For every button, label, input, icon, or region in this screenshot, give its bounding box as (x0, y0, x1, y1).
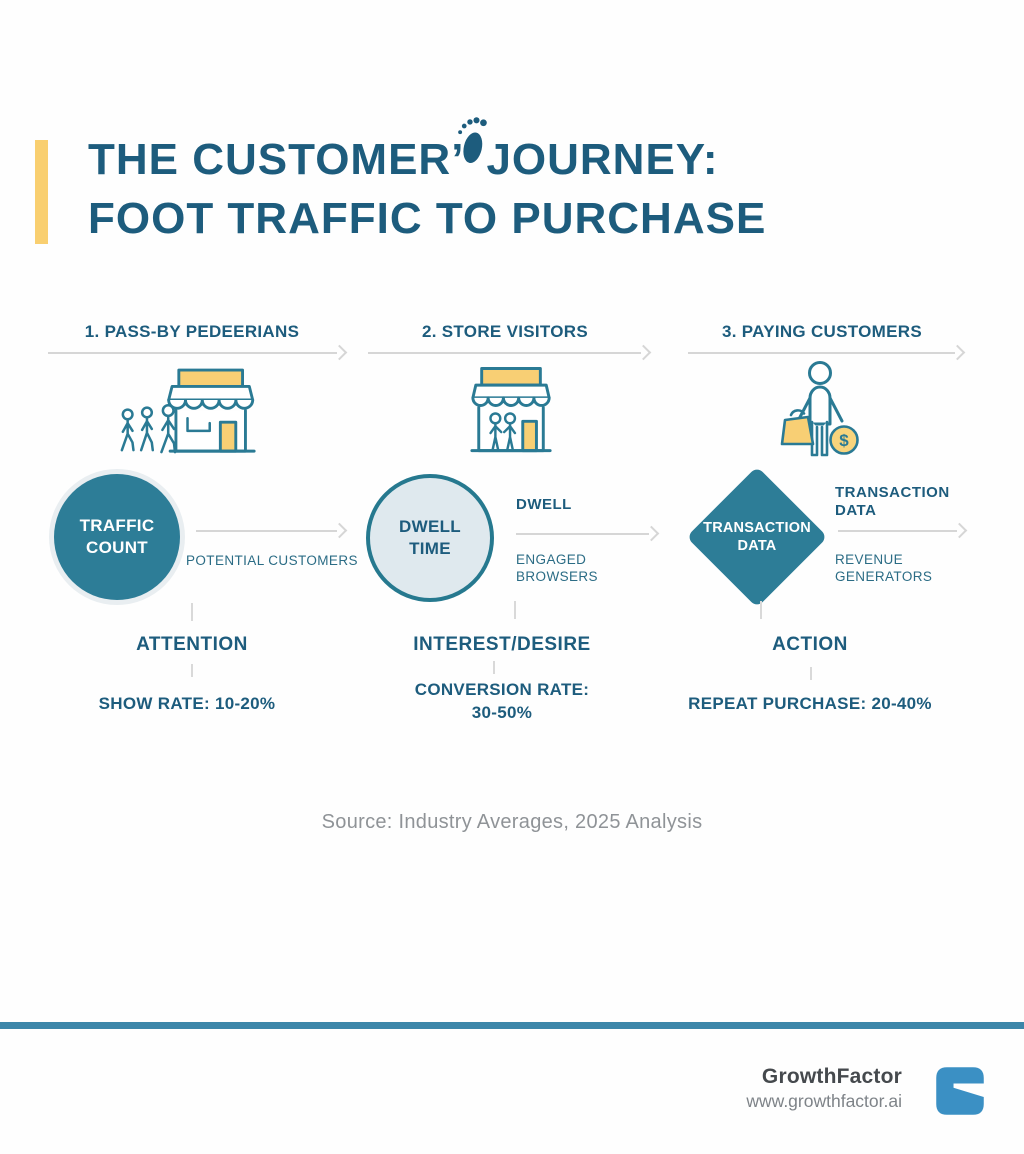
transaction-line2: DATA (835, 502, 877, 519)
engaged-browsers-label: ENGAGED BROWSERS (516, 551, 598, 585)
stage2-header: 2. STORE VISITORS (421, 322, 589, 341)
stage3-header: 3. PAYING CUSTOMERS (722, 322, 922, 341)
tick-divider (191, 664, 193, 677)
dwell-label: DWELL (516, 496, 572, 513)
shopper-with-bag-and-coin-icon: $ (780, 361, 859, 457)
tick-divider (191, 603, 193, 621)
attention-label: ATTENTION (136, 634, 248, 655)
engaged-line2: BROWSERS (516, 569, 598, 584)
stage1-header: 1. PASS-BY PEDEERIANS (84, 322, 300, 341)
storefront-visitors-icon (470, 367, 552, 453)
brand-name: GrowthFactor (761, 1065, 902, 1088)
dwell-time-label-line1: DWELL (399, 517, 461, 536)
dwell-time-label-line2: TIME (409, 539, 451, 558)
tick-divider (810, 667, 812, 680)
transaction-data-diamond: TRANSACTION DATA (686, 466, 828, 608)
revenue-line1: REVENUE (835, 552, 904, 567)
title-line1-before: THE CUSTOMER’ (88, 135, 465, 184)
traffic-count-label-line1: TRAFFIC (79, 516, 155, 535)
engaged-line1: ENGAGED (516, 552, 587, 567)
interest-desire-label: INTEREST/DESIRE (413, 634, 591, 655)
potential-customers-label: POTENTIAL CUSTOMERS (186, 553, 358, 568)
growthfactor-g-logo (936, 1067, 984, 1115)
repeat-purchase-metric: REPEAT PURCHASE: 20-40% (688, 694, 932, 713)
traffic-count-label-line2: COUNT (86, 538, 148, 557)
revenue-line2: GENERATORS (835, 569, 933, 584)
conversion-rate-metric: CONVERSION RATE: 30-50% (392, 678, 612, 724)
circle2-to-diamond-arrow (516, 527, 658, 541)
storefront-pedestrians-icon (120, 368, 256, 454)
traffic-count-circle: TRAFFIC COUNT (54, 474, 180, 600)
stage2-arrow (368, 346, 650, 360)
stage1-arrow (48, 346, 346, 360)
diamond-label-line1: TRANSACTION (703, 520, 811, 536)
transaction-data-diamond-label: TRANSACTION DATA (703, 487, 811, 587)
circle1-to-circle2-arrow (196, 524, 346, 538)
title-line-2: FOOT TRAFFIC TO PURCHASE (88, 194, 767, 243)
brand-url-link[interactable]: www.growthfactor.ai (746, 1091, 902, 1111)
diamond-label-line2: DATA (737, 538, 777, 554)
title-accent-bar (35, 140, 48, 244)
revenue-generators-label: REVENUE GENERATORS (835, 551, 932, 585)
tick-divider (514, 601, 516, 619)
show-rate-metric: SHOW RATE: 10-20% (98, 694, 276, 713)
svg-text:$: $ (839, 431, 849, 450)
title-line1-after: JOURNEY: (486, 135, 719, 184)
page-title: THE CUSTOMER’ JOURNEY: FOOT TRAFFIC TO P… (88, 117, 767, 248)
conversion-rate-line2: 30-50% (471, 703, 533, 722)
diamond-out-arrow (838, 524, 966, 538)
conversion-rate-line1: CONVERSION RATE: (414, 680, 590, 699)
action-label: ACTION (772, 634, 848, 655)
source-note: Source: Industry Averages, 2025 Analysis (321, 811, 703, 833)
transaction-data-label: TRANSACTION DATA (835, 484, 950, 520)
transaction-line1: TRANSACTION (835, 484, 950, 501)
footprint-icon (454, 116, 490, 168)
tick-divider (760, 601, 762, 619)
stage3-arrow (688, 346, 964, 360)
dwell-time-circle: DWELL TIME (366, 474, 494, 602)
footer-divider (0, 1022, 1024, 1029)
tick-divider (493, 661, 495, 674)
title-line-1: THE CUSTOMER’ JOURNEY: (88, 117, 766, 189)
